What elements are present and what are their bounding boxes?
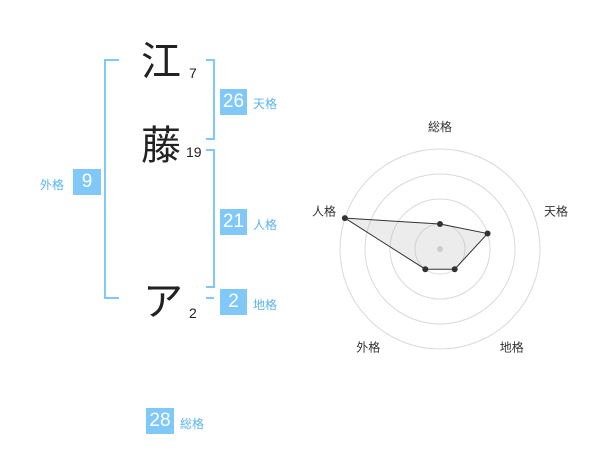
jinkaku-label: 人格 xyxy=(253,218,278,232)
radar-point xyxy=(437,221,443,227)
chikaku-value: 2 xyxy=(220,289,247,315)
radar-point xyxy=(341,215,348,222)
stroke-count-2: 19 xyxy=(186,144,202,160)
gaikaku-bracket xyxy=(104,59,119,299)
name-char-2: 藤 xyxy=(141,123,181,169)
tenkaku-value: 26 xyxy=(220,89,247,115)
radar-points xyxy=(341,215,491,273)
radar-point xyxy=(422,266,429,273)
tenkaku-label: 天格 xyxy=(253,97,278,111)
radar-polygon-group xyxy=(344,217,489,270)
radar-axis-label: 天格 xyxy=(544,203,568,218)
radar-axis-label: 総格 xyxy=(428,119,452,134)
soukaku-label: 総格 xyxy=(180,417,205,431)
jinkaku-bracket xyxy=(206,149,215,288)
gaikaku-label: 外格 xyxy=(40,178,65,192)
stroke-count-3: 2 xyxy=(189,305,197,321)
name-char-1: 江 xyxy=(141,39,181,85)
jinkaku-value: 21 xyxy=(220,209,247,235)
radar-ring xyxy=(339,148,541,350)
chikaku-label: 地格 xyxy=(253,298,278,312)
radar-point xyxy=(484,230,491,237)
radar-axis-label: 地格 xyxy=(500,340,524,355)
stroke-count-1: 7 xyxy=(189,65,197,81)
radar-center xyxy=(437,246,443,252)
radar-polygon xyxy=(344,217,489,270)
gaikaku-value: 9 xyxy=(73,169,101,195)
radar-axis-label: 外格 xyxy=(356,340,380,355)
radar-point xyxy=(451,266,458,273)
soukaku-value: 28 xyxy=(146,408,174,434)
radar-grid xyxy=(339,148,541,350)
radar-ring xyxy=(364,173,516,325)
tenkaku-bracket xyxy=(206,59,215,140)
name-char-3: ア xyxy=(143,279,183,325)
radar-axis-label: 人格 xyxy=(312,203,336,218)
radar-ring xyxy=(389,198,491,300)
